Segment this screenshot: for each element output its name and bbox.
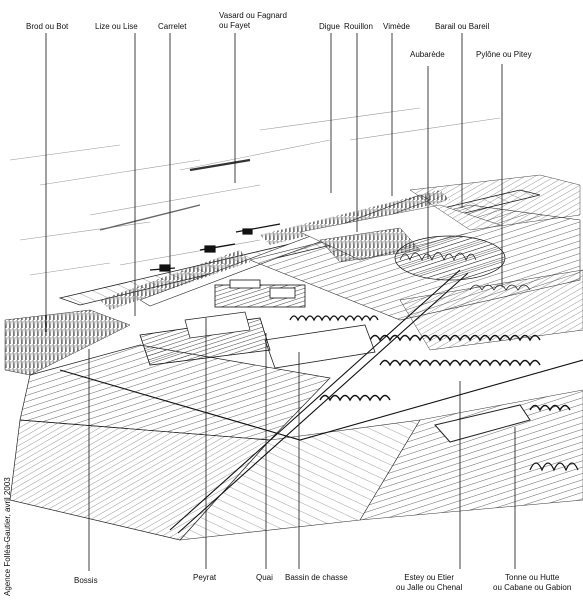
label-vasard: Vasard ou Fagnard ou Fayet: [219, 11, 287, 31]
marsh-patch: [319, 227, 421, 263]
label-quai: Quai: [256, 573, 273, 582]
carrelet-huts: [149, 223, 281, 272]
label-vimede: Vimède: [383, 22, 410, 31]
label-tonne-line1: Tonne ou Hutte: [505, 573, 560, 582]
estuary-water: [9, 107, 501, 276]
tonne-pond: [434, 404, 531, 443]
label-digue: Digue: [319, 22, 340, 31]
estey-channel: [59, 269, 583, 534]
label-pylone: Pylône ou Pitey: [476, 50, 532, 59]
label-bassin-de-chasse: Bassin de chasse: [285, 573, 348, 582]
farm-buildings: [214, 279, 306, 308]
label-peyrat: Peyrat: [193, 573, 217, 582]
label-vasard-line2: ou Fayet: [219, 21, 251, 30]
label-bossis: Bossis: [74, 576, 98, 585]
label-barail: Barail ou Bareil: [435, 22, 490, 31]
left-reed-bed: [4, 309, 131, 376]
label-carrelet: Carrelet: [158, 22, 187, 31]
label-rouillon: Rouillon: [344, 22, 373, 31]
fields-near: [9, 269, 583, 541]
label-estey-line1: Estey ou Etier: [404, 573, 455, 582]
credit-text: Agence Folléa-Gautier, avril 2003: [3, 477, 12, 596]
label-vasard-line1: Vasard ou Fagnard: [219, 11, 287, 20]
label-brod-ou-bot: Brod ou Bot: [26, 22, 69, 31]
leader-lines: [45, 33, 516, 571]
label-estey: Estey ou Etier ou Jalle ou Chenal: [396, 573, 462, 593]
label-lize-ou-lise: Lize ou Lise: [95, 22, 138, 31]
label-aubarede: Aubarède: [410, 50, 445, 59]
label-tonne: Tonne ou Hutte ou Cabane ou Gabion: [493, 573, 571, 593]
label-estey-line2: ou Jalle ou Chenal: [396, 583, 463, 592]
label-tonne-line2: ou Cabane ou Gabion: [493, 583, 572, 592]
